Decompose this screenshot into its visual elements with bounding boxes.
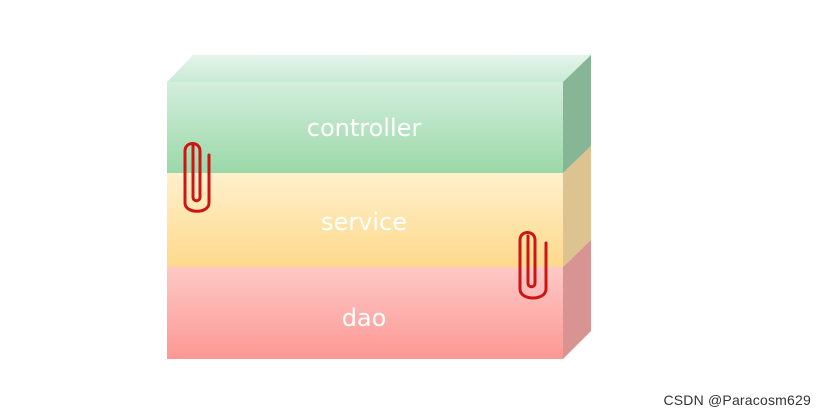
layer-service-front-face — [167, 173, 563, 267]
layer-dao-front-face — [167, 267, 563, 359]
layer-controller: controller — [167, 55, 591, 173]
layer-controller-top-face — [167, 55, 591, 82]
layer-service-side-face — [563, 146, 591, 267]
paperclip-icon — [183, 142, 211, 213]
layer-controller-label: controller — [307, 114, 422, 142]
layer-controller-front-face — [167, 82, 563, 173]
layer-dao-side-face — [563, 240, 591, 359]
layer-service: service — [167, 146, 591, 267]
paperclip-icon — [518, 231, 548, 300]
watermark: CSDN @Paracosm629 — [663, 392, 811, 408]
layer-dao: dao — [167, 240, 591, 359]
layer-service-label: service — [321, 208, 407, 236]
layer-dao-label: dao — [342, 304, 387, 332]
layer-controller-side-face — [563, 55, 591, 173]
